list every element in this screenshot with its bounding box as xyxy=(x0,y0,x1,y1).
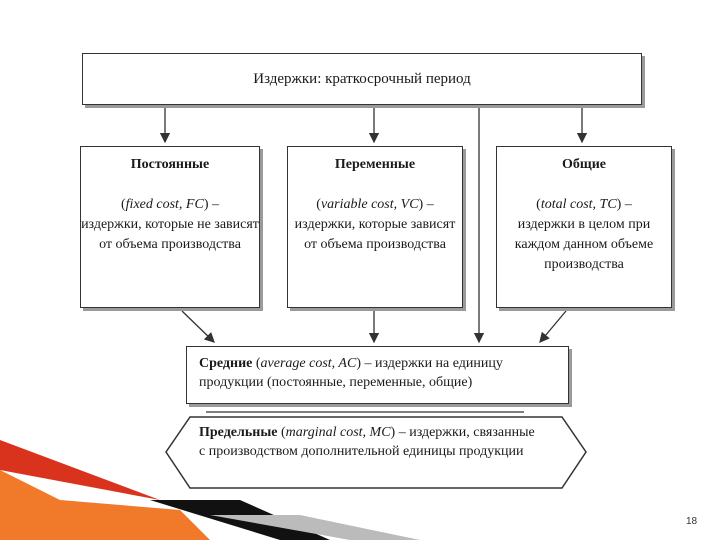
average-cost-box: Средние (average cost, AC) – издержки на… xyxy=(186,346,569,404)
page-number: 18 xyxy=(686,516,698,527)
diagram-title: Издержки: краткосрочный период xyxy=(253,70,471,87)
total-cost-description: издержки в целом при каждом данном объем… xyxy=(514,217,654,272)
marginal-cost-heading: Предельные xyxy=(199,425,278,440)
variable-cost-abbr: (variable cost, VC) – xyxy=(316,197,434,212)
marginal-cost-term: marginal cost, MC xyxy=(285,425,391,440)
arrow-total-to-average xyxy=(539,310,567,343)
variable-cost-term: variable cost, VC xyxy=(320,197,419,212)
variable-cost-heading: Переменные xyxy=(334,157,416,172)
fixed-cost-box: Постоянные (fixed cost, FC) – издержки, … xyxy=(80,146,260,308)
diagram-title-box: Издержки: краткосрочный период xyxy=(82,53,642,105)
arrow-fixed-to-average xyxy=(181,310,215,343)
marginal-hexagon xyxy=(165,416,587,489)
bottom-swoosh-gray xyxy=(210,515,420,540)
fixed-cost-heading: Постоянные xyxy=(130,157,210,172)
fixed-cost-term: fixed cost, FC xyxy=(125,197,204,212)
average-cost-term: average cost, AC xyxy=(260,356,357,371)
variable-cost-description: издержки, которые зависят от объема прои… xyxy=(294,217,456,252)
average-cost-description: издержки на единицу продукции (постоянны… xyxy=(199,356,503,390)
total-cost-box: Общие (total cost, TC) – издержки в цело… xyxy=(496,146,672,308)
marginal-cost-box: Предельные (marginal cost, MC) – издержк… xyxy=(199,425,535,459)
total-cost-heading: Общие xyxy=(562,157,606,172)
corner-accent-red xyxy=(0,440,160,500)
corner-accent-orange xyxy=(0,470,210,540)
marginal-cost-description: издержки, связанные с производством допо… xyxy=(199,425,535,459)
variable-cost-box: Переменные (variable cost, VC) – издержк… xyxy=(287,146,463,308)
fixed-cost-description: издержки, которые не зависят от объема п… xyxy=(81,217,259,252)
total-cost-abbr: (total cost, TC) – xyxy=(536,197,632,212)
total-cost-term: total cost, TC xyxy=(540,197,617,212)
average-cost-heading: Средние xyxy=(199,356,253,371)
fixed-cost-abbr: (fixed cost, FC) – xyxy=(121,197,219,212)
